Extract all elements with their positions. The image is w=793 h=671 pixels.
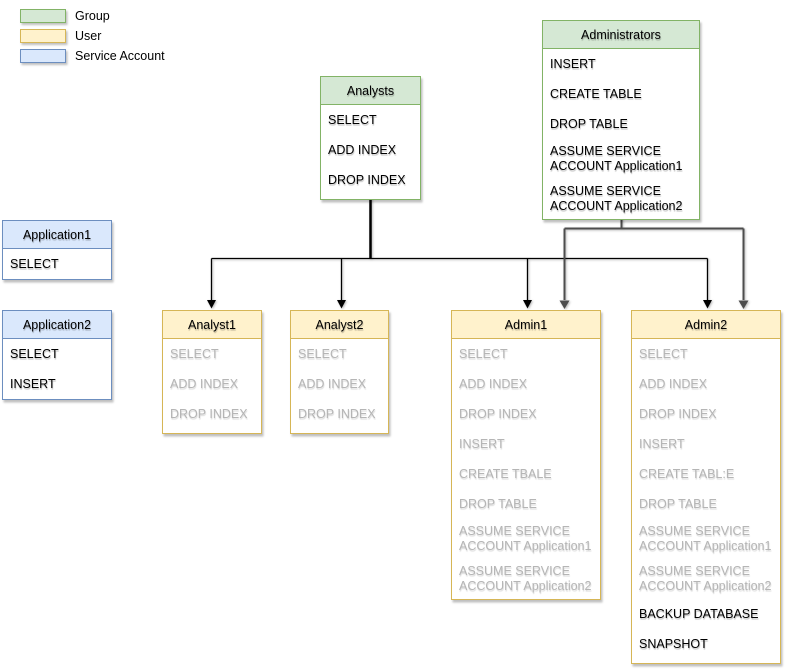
node-title: Administrators: [543, 21, 699, 49]
arrow-down-icon: [337, 300, 346, 309]
arrow-down-icon: [738, 300, 749, 309]
node-title: Analyst2: [291, 311, 388, 339]
permission-item: DROP INDEX: [170, 406, 248, 421]
permission-item: ASSUME SERVICE ACCOUNT Application1: [459, 524, 592, 553]
node-title: Analysts: [321, 77, 420, 105]
permission-item: ADD INDEX: [328, 142, 397, 157]
legend-item-group: Group: [20, 6, 165, 26]
permission-item: ADD INDEX: [459, 376, 528, 391]
permission-item: ADD INDEX: [639, 376, 708, 391]
permission-item: DROP TABLE: [639, 496, 717, 511]
permission-item: DROP INDEX: [639, 406, 717, 421]
legend-item-user: User: [20, 26, 165, 46]
permission-item: DROP TABLE: [459, 496, 537, 511]
permission-item: ASSUME SERVICE ACCOUNT Application1: [639, 524, 772, 553]
arrow-down-icon: [559, 300, 570, 309]
permission-item: SNAPSHOT: [639, 636, 708, 651]
permission-item: ASSUME SERVICE ACCOUNT Application2: [459, 564, 592, 593]
permission-item: ASSUME SERVICE ACCOUNT Application1: [550, 144, 683, 173]
legend-item-service-account: Service Account: [20, 46, 165, 66]
permission-item: INSERT: [639, 436, 685, 451]
permission-item: ADD INDEX: [298, 376, 367, 391]
arrow-down-icon: [703, 300, 712, 309]
node-title: Analyst1: [163, 311, 261, 339]
permission-item: BACKUP DATABASE: [639, 606, 759, 621]
permission-item: DROP INDEX: [298, 406, 376, 421]
permission-item: INSERT: [550, 56, 596, 71]
group-color-swatch-icon: [20, 9, 66, 23]
permission-item: SELECT: [639, 346, 688, 361]
node-title: Admin1: [452, 311, 600, 339]
permission-item: CREATE TABL:E: [639, 466, 735, 481]
permission-item: SELECT: [170, 346, 219, 361]
permission-item: ADD INDEX: [170, 376, 239, 391]
node-title: Application1: [3, 221, 111, 249]
permission-item: ASSUME SERVICE ACCOUNT Application2: [550, 184, 683, 213]
node-title: Admin2: [632, 311, 780, 339]
permission-item: CREATE TABLE: [550, 86, 642, 101]
node-title: Application2: [3, 311, 111, 339]
legend-label: Service Account: [75, 49, 165, 63]
permission-item: SELECT: [10, 256, 59, 271]
arrow-down-icon: [523, 300, 532, 309]
permission-item: INSERT: [10, 376, 56, 391]
permission-item: CREATE TBALE: [459, 466, 552, 481]
arrow-down-icon: [207, 300, 216, 309]
permission-item: SELECT: [10, 346, 59, 361]
service-account-color-swatch-icon: [20, 49, 66, 63]
permission-item: DROP TABLE: [550, 116, 628, 131]
user-color-swatch-icon: [20, 29, 66, 43]
analysts-connector: [210, 257, 709, 301]
permission-item: DROP INDEX: [459, 406, 537, 421]
permission-item: INSERT: [459, 436, 505, 451]
administrators-connector: [563, 218, 745, 300]
legend-label: User: [75, 29, 102, 43]
permission-item: SELECT: [298, 346, 347, 361]
legend-label: Group: [75, 9, 110, 23]
permission-item: SELECT: [328, 112, 377, 127]
permission-item: DROP INDEX: [328, 172, 406, 187]
permission-item: ASSUME SERVICE ACCOUNT Application2: [639, 564, 772, 593]
permission-item: SELECT: [459, 346, 508, 361]
